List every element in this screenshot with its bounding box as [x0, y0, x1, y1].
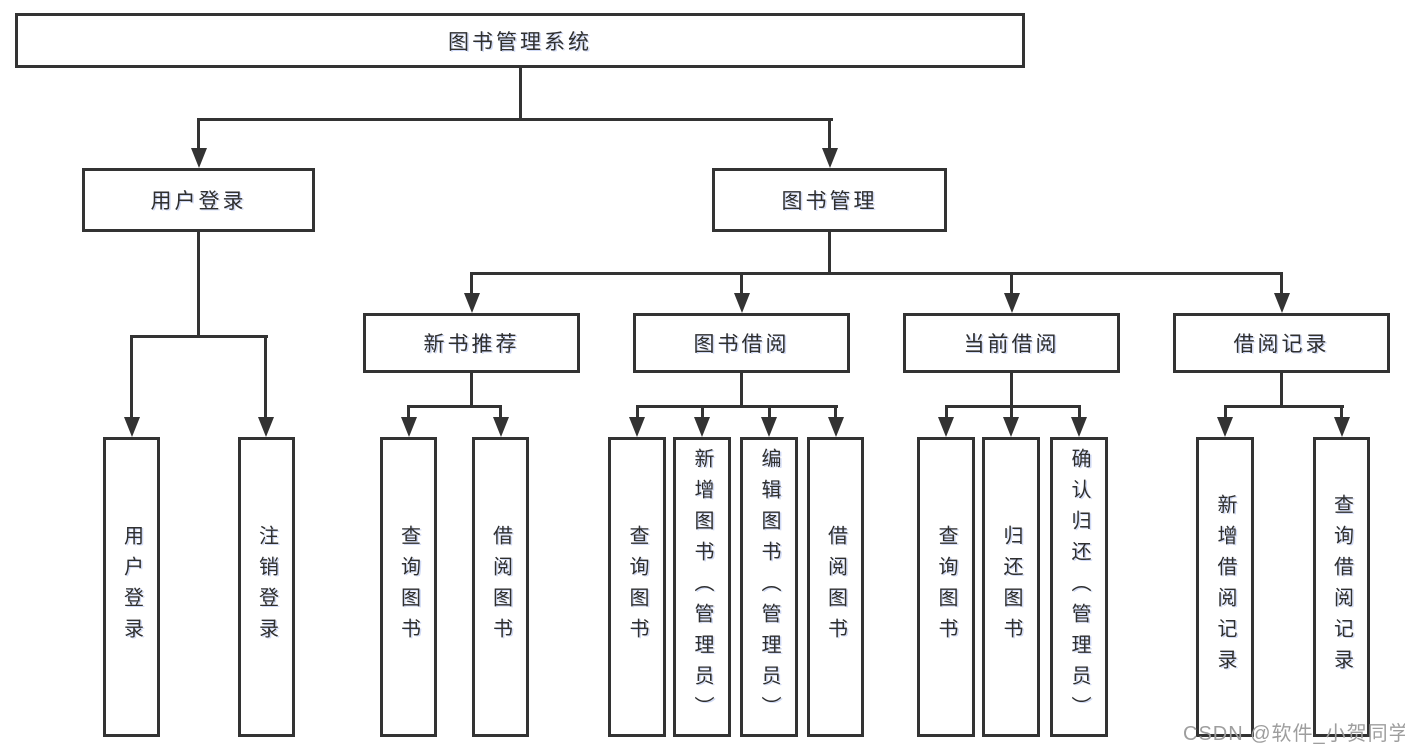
- leaf-confirm-return-admin-label: 确认归还（管理员）: [1068, 447, 1090, 727]
- arrow-down-icon: [1003, 293, 1020, 313]
- connector-line: [470, 272, 473, 295]
- leaf-query-books-current: 查询图书: [917, 437, 975, 737]
- arrow-down-icon: [733, 293, 750, 313]
- connector-line: [1077, 405, 1081, 419]
- arrow-down-icon: [1003, 417, 1019, 437]
- leaf-query-books-recommend-label: 查询图书: [397, 525, 420, 649]
- connector-line: [740, 373, 743, 408]
- leaf-query-books-recommend: 查询图书: [380, 437, 437, 737]
- connector-line: [1010, 272, 1013, 295]
- connector-line: [1223, 405, 1227, 419]
- node-book-management-label: 图书管理: [781, 190, 878, 213]
- arrow-down-icon: [190, 148, 207, 168]
- connector-line: [1280, 373, 1283, 408]
- leaf-return-book: 归还图书: [982, 437, 1040, 737]
- connector-line: [828, 232, 831, 275]
- connector-line: [767, 405, 771, 419]
- leaf-query-books-current-label: 查询图书: [935, 525, 957, 649]
- connector-line: [635, 405, 838, 408]
- leaf-confirm-return-admin: 确认归还（管理员）: [1050, 437, 1108, 737]
- connector-line: [499, 405, 502, 419]
- connector-line: [1280, 272, 1283, 295]
- connector-line: [740, 272, 743, 295]
- arrow-down-icon: [1217, 417, 1233, 437]
- node-new-book-recommend-label: 新书推荐: [423, 333, 520, 356]
- arrow-down-icon: [257, 417, 274, 437]
- leaf-query-borrow-record-label: 查询借阅记录: [1330, 494, 1353, 680]
- arrow-down-icon: [1071, 417, 1087, 437]
- node-book-management: 图书管理: [712, 168, 947, 232]
- leaf-logout: 注销登录: [238, 437, 295, 737]
- node-current-borrow-label: 当前借阅: [963, 333, 1060, 356]
- connector-line: [828, 118, 831, 150]
- arrow-down-icon: [400, 417, 417, 437]
- connector-line: [130, 335, 133, 419]
- connector-line: [1340, 405, 1343, 419]
- leaf-borrow-books-recommend-label: 借阅图书: [489, 525, 512, 649]
- connector-line: [264, 335, 267, 419]
- connector-line: [130, 335, 268, 338]
- node-root-label: 图书管理系统: [448, 30, 592, 54]
- connector-line: [407, 405, 410, 419]
- node-borrow-records: 借阅记录: [1173, 313, 1390, 373]
- connector-line: [635, 405, 639, 419]
- node-user-login: 用户登录: [82, 168, 315, 232]
- connector-line: [407, 405, 502, 408]
- watermark: CSDN @软件_小贺同学: [1183, 723, 1405, 745]
- leaf-add-book-admin: 新增图书（管理员）: [673, 437, 731, 737]
- leaf-query-borrow-record: 查询借阅记录: [1313, 437, 1370, 737]
- connector-line: [470, 272, 1283, 275]
- connector-line: [944, 405, 1081, 408]
- connector-line: [197, 118, 200, 150]
- node-book-borrow-label: 图书借阅: [693, 333, 790, 356]
- arrow-down-icon: [694, 417, 710, 437]
- arrow-down-icon: [492, 417, 509, 437]
- node-user-login-label: 用户登录: [150, 190, 247, 213]
- leaf-add-book-admin-label: 新增图书（管理员）: [691, 447, 713, 727]
- leaf-borrow-books-recommend: 借阅图书: [472, 437, 529, 737]
- leaf-borrow-books: 借阅图书: [807, 437, 864, 737]
- leaf-add-borrow-record: 新增借阅记录: [1196, 437, 1254, 737]
- leaf-query-books-borrow-label: 查询图书: [626, 525, 648, 649]
- arrow-down-icon: [761, 417, 777, 437]
- connector-line: [1010, 373, 1013, 408]
- arrow-down-icon: [1333, 417, 1350, 437]
- leaf-query-books-borrow: 查询图书: [608, 437, 666, 737]
- leaf-edit-book-admin: 编辑图书（管理员）: [740, 437, 798, 737]
- arrow-down-icon: [629, 417, 645, 437]
- arrow-down-icon: [123, 417, 140, 437]
- connector-line: [834, 405, 837, 419]
- leaf-user-login: 用户登录: [103, 437, 160, 737]
- node-borrow-records-label: 借阅记录: [1233, 333, 1330, 356]
- connector-line: [197, 118, 833, 121]
- node-current-borrow: 当前借阅: [903, 313, 1120, 373]
- arrow-down-icon: [821, 148, 838, 168]
- connector-line: [470, 373, 473, 408]
- node-book-borrow: 图书借阅: [633, 313, 850, 373]
- leaf-user-login-label: 用户登录: [120, 525, 143, 649]
- leaf-add-borrow-record-label: 新增借阅记录: [1214, 494, 1236, 680]
- arrow-down-icon: [1273, 293, 1290, 313]
- arrow-down-icon: [938, 417, 954, 437]
- connector-line: [518, 68, 522, 120]
- leaf-return-book-label: 归还图书: [1000, 525, 1022, 649]
- connector-line: [1009, 405, 1013, 419]
- connector-line: [1223, 405, 1344, 408]
- leaf-borrow-books-label: 借阅图书: [824, 525, 847, 649]
- node-new-book-recommend: 新书推荐: [363, 313, 580, 373]
- leaf-edit-book-admin-label: 编辑图书（管理员）: [758, 447, 780, 727]
- arrow-down-icon: [463, 293, 480, 313]
- connector-line: [700, 405, 704, 419]
- connector-line: [197, 232, 200, 338]
- connector-line: [944, 405, 948, 419]
- node-root: 图书管理系统: [15, 13, 1025, 68]
- leaf-logout-label: 注销登录: [255, 525, 278, 649]
- arrow-down-icon: [827, 417, 844, 437]
